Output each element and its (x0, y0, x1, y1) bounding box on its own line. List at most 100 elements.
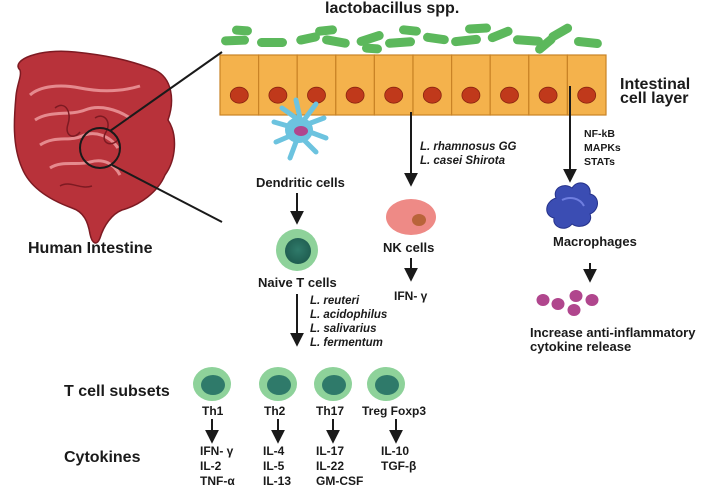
epithelial-cell (489, 54, 530, 116)
t-cell-subsets-label: T cell subsets (64, 383, 170, 400)
human-intestine-illustration (13, 50, 223, 244)
subset-name-th17: Th17 (316, 404, 345, 418)
th1-cytokine-3: TNF-α (200, 474, 235, 488)
t-cell-species-4: L. fermentum (310, 337, 383, 349)
subset-name-treg: Treg Foxp3 (362, 404, 427, 418)
epithelial-cell (412, 54, 453, 116)
bacterium (315, 25, 338, 36)
bacterium (465, 23, 492, 34)
cytokine-dots (536, 290, 599, 316)
cytokine-dot (551, 298, 565, 310)
cell-nucleus (577, 86, 597, 104)
cell-nucleus (268, 86, 288, 104)
pathway-3: STATs (584, 156, 615, 168)
bacterium (487, 26, 513, 43)
epithelial-cell (566, 54, 607, 116)
th17-cytokine-1: IL-17 (316, 444, 345, 458)
intestinal-cell-layer-label: Intestinal cell layer (620, 76, 691, 107)
nk-species-1: L. rhamnosus GG (420, 141, 517, 153)
cell-nucleus (461, 86, 481, 104)
cell-nucleus (345, 86, 365, 104)
th17-cytokine-3: GM-CSF (316, 474, 364, 488)
dendritic-cell (271, 97, 329, 161)
epithelial-cell (528, 54, 568, 116)
cell-nucleus (538, 86, 558, 104)
bacterium (451, 34, 481, 47)
th2-cytokine-1: IL-4 (263, 444, 285, 458)
th17-cytokines: IL-17 IL-22 GM-CSF (316, 444, 363, 489)
bacterium (221, 35, 250, 46)
macrophage (546, 182, 598, 229)
t-cell-species-list: L. reuteri L. acidophilus L. salivarius … (310, 294, 387, 350)
th1-cytokine-2: IL-2 (200, 459, 222, 473)
th2-cytokine-2: IL-5 (263, 459, 285, 473)
nk-cytokine-label: IFN- γ (394, 289, 428, 303)
subset-name-th1: Th1 (202, 404, 224, 418)
th1-cytokine-1: IFN- γ (200, 444, 234, 458)
bacterium (257, 38, 287, 47)
cell-nucleus (384, 86, 404, 104)
macrophage-outcome-text: Increase anti-inflammatory cytokine rele… (530, 326, 695, 354)
nk-species-2: L. casei Shirota (420, 155, 506, 167)
th2-cytokines: IL-4 IL-5 IL-13 (263, 444, 291, 489)
dendritic-cells-label: Dendritic cells (256, 175, 345, 190)
bacterium (535, 35, 556, 54)
subset-name-th2: Th2 (264, 404, 286, 418)
diagram-title: lactobacillus spp. (325, 0, 460, 17)
th2-cytokine-3: IL-13 (263, 474, 292, 488)
epithelial-cell (451, 54, 491, 116)
bacterium (573, 37, 602, 48)
intestinal-label-line-1: Intestinal (620, 76, 691, 93)
naive-t-cells-label: Naive T cells (258, 275, 337, 290)
treg-cytokine-1: IL-10 (381, 444, 410, 458)
intestinal-cell-layer (219, 54, 607, 116)
cell-nucleus (307, 86, 326, 104)
intestinal-label-line-2: cell layer (620, 90, 689, 107)
outcome-line-1: Increase anti-inflammatory (530, 325, 696, 340)
bacterium (385, 37, 416, 48)
t-cell-subset-nucleus (201, 375, 225, 395)
naive-t-cell (276, 229, 318, 271)
bacterium (512, 35, 543, 46)
cytokine-dot (569, 290, 583, 302)
cytokine-dot (536, 294, 550, 306)
t-cell-species-2: L. acidophilus (310, 309, 388, 321)
epithelial-cell (219, 54, 260, 116)
bacterium (356, 31, 384, 46)
epithelial-cell (258, 54, 298, 116)
bacterium (322, 35, 350, 48)
bacterium (231, 25, 252, 36)
macrophages-label: Macrophages (553, 234, 637, 249)
nk-cells-label: NK cells (383, 240, 435, 255)
nk-species-list: L. rhamnosus GG L. casei Shirota (420, 140, 517, 168)
bacterium (423, 32, 449, 45)
treg-cytokines: IL-10 TGF-β (381, 444, 416, 474)
cytokine-dot (567, 304, 581, 316)
cytokine-dot (585, 294, 599, 306)
cell-nucleus (229, 86, 249, 104)
pathway-1: NF-kB (584, 128, 615, 140)
human-intestine-label: Human Intestine (28, 240, 153, 257)
arrows (205, 86, 597, 444)
bacterium (361, 43, 382, 54)
t-cell-subset-nucleus (375, 375, 399, 395)
cytokines-label: Cytokines (64, 449, 141, 466)
bacterium (296, 32, 320, 45)
nk-cell (386, 199, 436, 235)
t-cell-species-1: L. reuteri (310, 295, 360, 307)
t-cell-species-3: L. salivarius (310, 323, 377, 335)
cell-nucleus (500, 86, 519, 104)
th1-cytokines: IFN- γ IL-2 TNF-α (200, 444, 235, 489)
t-cell-subset-nucleus (267, 375, 291, 395)
outcome-line-2: cytokine release (530, 339, 632, 354)
lactobacillus-bacteria (221, 23, 602, 54)
t-cell-subset-nucleus (322, 375, 346, 395)
bacterium (398, 25, 421, 36)
pathway-2: MAPKs (584, 142, 621, 154)
treg-cytokine-2: TGF-β (381, 459, 417, 473)
th17-cytokine-2: IL-22 (316, 459, 345, 473)
epithelial-cell (373, 54, 414, 116)
epithelial-cell (335, 54, 375, 116)
